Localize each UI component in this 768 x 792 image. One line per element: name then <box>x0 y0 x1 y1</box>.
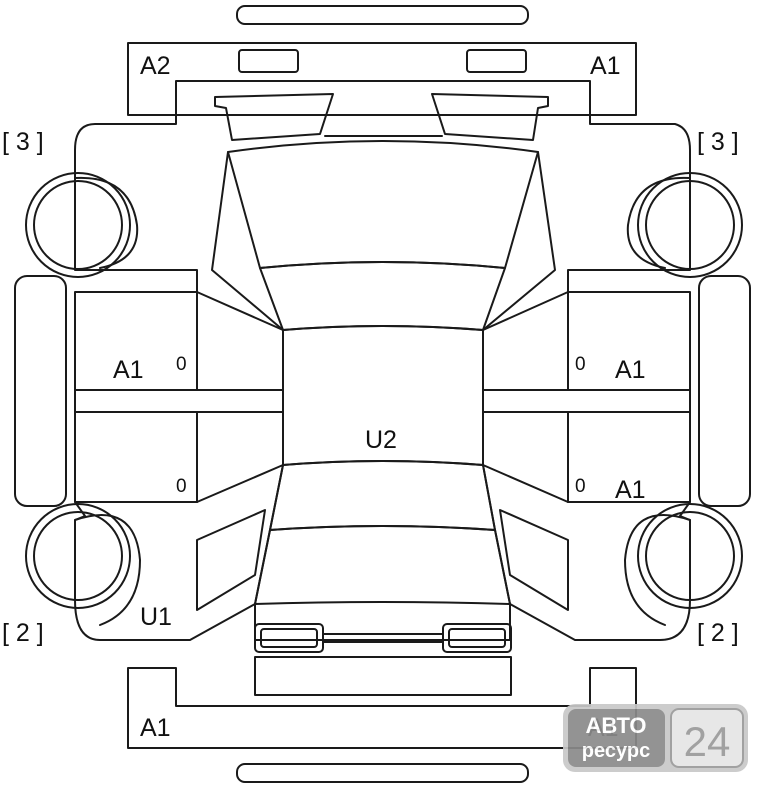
bracket-top-left: [ 3 ] <box>2 128 44 156</box>
label-rear-left: A1 <box>140 714 171 742</box>
watermark-number: 24 <box>684 718 731 765</box>
front-bumper <box>127 42 637 116</box>
label-front-left: A2 <box>140 52 171 80</box>
zero-right-front-door: 0 <box>575 354 586 375</box>
label-right-front-door: A1 <box>615 356 646 384</box>
right-a-pillar <box>482 151 556 331</box>
label-left-front-door: A1 <box>113 356 144 384</box>
watermark-logo: АВТО ресурс 24 <box>563 704 748 772</box>
left-front-wheel-arch <box>74 176 139 269</box>
label-front-right: A1 <box>590 52 621 80</box>
rear-lamps <box>254 623 512 653</box>
front-cowl-right <box>431 93 549 141</box>
right-rear-wheel <box>637 503 743 609</box>
rear-panel <box>254 656 512 696</box>
right-front-wheel <box>637 172 743 278</box>
windshield <box>259 261 506 331</box>
zero-right-rear-door: 0 <box>575 476 586 497</box>
zero-left-rear-door: 0 <box>176 476 187 497</box>
left-rear-wheel-arch <box>74 514 141 626</box>
bracket-bottom-left: [ 2 ] <box>2 619 44 647</box>
right-c-pillar <box>482 464 511 605</box>
bracket-bottom-right: [ 2 ] <box>697 619 739 647</box>
rear-bumper <box>127 667 637 749</box>
right-sill <box>698 275 751 507</box>
left-rear-quarter-panel <box>196 509 266 611</box>
bracket-top-right: [ 3 ] <box>697 128 739 156</box>
rear-bumper-strip <box>236 763 529 783</box>
label-right-rear-door: A1 <box>615 476 646 504</box>
left-c-pillar <box>254 464 284 605</box>
zero-left-front-door: 0 <box>176 354 187 375</box>
left-front-wheel <box>25 172 131 278</box>
watermark-line2: ресурс <box>582 740 650 762</box>
label-roof: U2 <box>365 426 397 454</box>
right-doors <box>482 291 691 503</box>
hood <box>227 140 539 269</box>
right-rear-wheel-arch <box>624 514 691 626</box>
left-doors <box>74 291 284 503</box>
watermark-line1: АВТО <box>586 713 647 738</box>
left-rear-wheel <box>25 503 131 609</box>
label-left-rear-quarter: U1 <box>140 603 172 631</box>
front-cowl-left <box>214 93 334 141</box>
right-fog-lamp <box>466 49 527 73</box>
right-rear-quarter-panel <box>499 509 569 611</box>
left-fog-lamp <box>238 49 299 73</box>
car-body-outline <box>74 114 691 641</box>
front-bumper-strip <box>236 5 529 25</box>
trunk-lid <box>254 525 511 605</box>
left-a-pillar <box>211 151 284 331</box>
left-sill <box>14 275 67 507</box>
rear-window <box>269 460 496 531</box>
